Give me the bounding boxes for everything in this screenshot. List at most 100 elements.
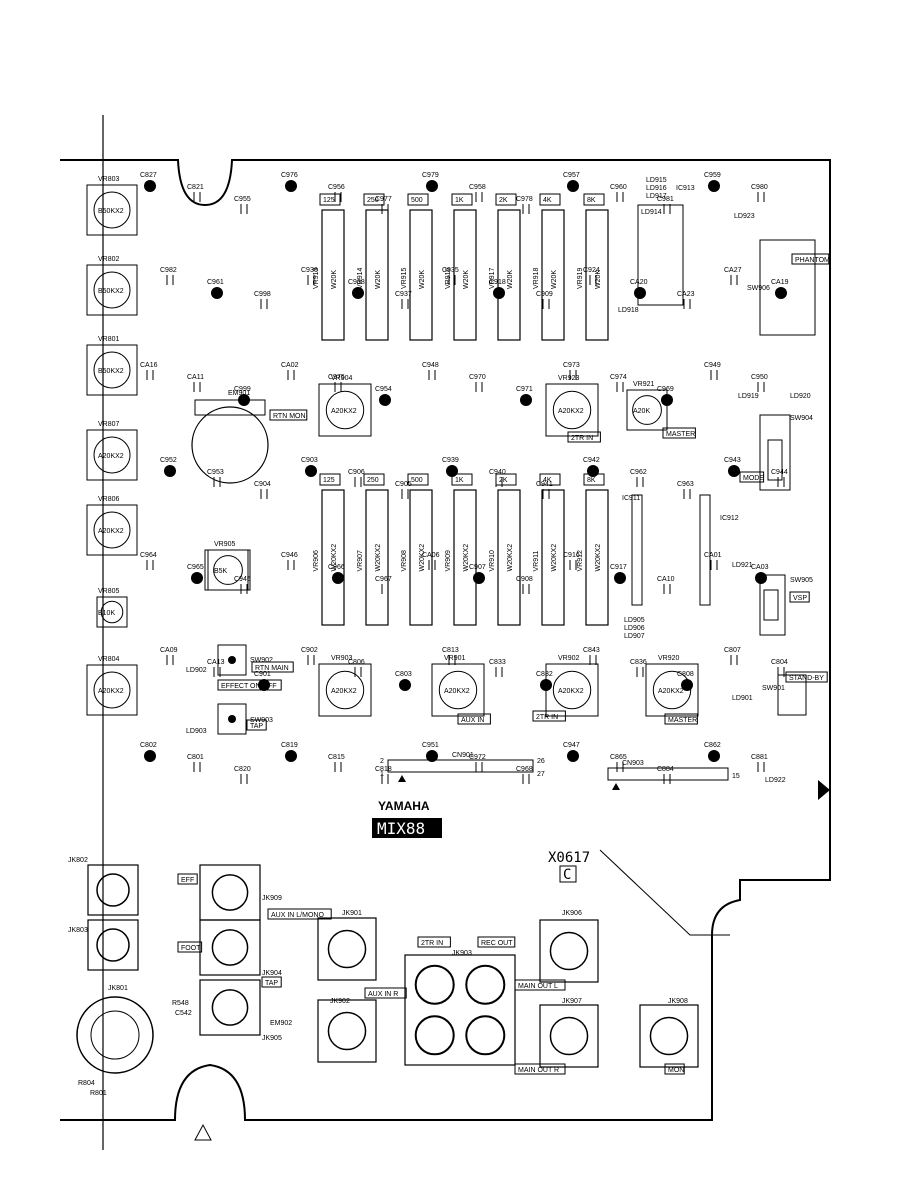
cap-ref: C881 <box>751 754 768 761</box>
fader-slot <box>585 209 609 341</box>
cap-ref: C937 <box>395 291 412 298</box>
fader-band-box <box>451 473 473 486</box>
pot-body <box>318 663 372 717</box>
label-aux_in_lmono: AUX IN L/MONO <box>271 912 324 919</box>
cap-ref: C959 <box>704 172 721 179</box>
cap-ref: C807 <box>724 647 741 654</box>
cap-ref: C950 <box>751 374 768 381</box>
pot-knob <box>325 390 365 430</box>
cap-ref: C909 <box>536 291 553 298</box>
label-mon: MON <box>668 1067 684 1074</box>
label-box <box>246 719 267 731</box>
fader-band: 500 <box>411 477 423 484</box>
fader-band: 8K <box>587 197 596 204</box>
ref-ld922: LD922 <box>765 777 786 784</box>
ref-sw905: SW905 <box>790 577 813 584</box>
pot-ref: VR807 <box>98 421 120 428</box>
electrolytic-cap <box>708 180 720 192</box>
cap-ref: C916 <box>563 552 580 559</box>
cap-ref: C971 <box>516 386 533 393</box>
label-aux_in: AUX IN <box>461 717 484 724</box>
ic913-block <box>637 204 684 306</box>
ref-ld905_907: LD907 <box>624 633 645 640</box>
pot-value: A20KX2 <box>558 408 584 415</box>
cap-ref: CA03 <box>751 564 769 571</box>
electrolytic-cap <box>775 287 787 299</box>
fader-ref: VR909 <box>445 550 452 572</box>
fader-band: 4K <box>543 477 552 484</box>
fader-band: 1K <box>455 197 464 204</box>
ref-c542: C542 <box>175 1010 192 1017</box>
electrolytic-cap <box>399 679 411 691</box>
ref-sw906: SW906 <box>747 285 770 292</box>
sw902-actuator <box>228 656 236 664</box>
label-box <box>177 941 203 953</box>
jack-body <box>199 979 261 1036</box>
electrolytic-cap <box>728 465 740 477</box>
label-rtn_mon: RTN MON <box>273 413 306 420</box>
pot-ref: VR805 <box>98 588 120 595</box>
jack-body <box>404 954 516 1066</box>
cap-ref: C918 <box>489 279 506 286</box>
ref-ld905_907: LD906 <box>624 625 645 632</box>
cap-ref: C862 <box>704 742 721 749</box>
jack-socket <box>549 931 589 971</box>
jack-socket <box>96 928 130 962</box>
jack-socket <box>211 989 249 1026</box>
pot-ref: VR803 <box>98 176 120 183</box>
pot-ref: VR806 <box>98 496 120 503</box>
pot-body <box>318 383 372 437</box>
ref-jk906: JK906 <box>562 910 582 917</box>
warning-triangle-icon <box>194 1123 212 1141</box>
ref-jk902: JK902 <box>330 998 350 1005</box>
fader-slot <box>453 489 477 626</box>
electrolytic-cap <box>211 287 223 299</box>
pot-value: B50KX2 <box>98 288 124 295</box>
label-box <box>739 471 765 483</box>
pot-ref: VR801 <box>98 336 120 343</box>
cap-ref: C947 <box>563 742 580 749</box>
pot-body <box>545 383 599 437</box>
fader-slot <box>365 489 389 626</box>
electrolytic-cap <box>587 465 599 477</box>
fader-ref: VR907 <box>357 550 364 572</box>
cap-ref: C967 <box>375 576 392 583</box>
cap-ref: CA10 <box>657 576 675 583</box>
electrolytic-cap <box>285 180 297 192</box>
electrolytic-cap <box>191 572 203 584</box>
cap-ref: C819 <box>281 742 298 749</box>
pcb-code: X0617 <box>548 850 590 866</box>
cap-ref: C906 <box>348 469 365 476</box>
electrolytic-cap <box>473 572 485 584</box>
jack-body <box>639 1004 699 1068</box>
cap-ref: C951 <box>422 742 439 749</box>
electrolytic-cap <box>305 465 317 477</box>
ref-sw904: SW904 <box>790 415 813 422</box>
electrolytic-cap <box>258 679 270 691</box>
ref-jk903: JK903 <box>452 950 472 957</box>
fader-ref: VR913 <box>313 267 320 289</box>
cap-ref: C979 <box>422 172 439 179</box>
fader-band-box <box>495 193 517 206</box>
cap-ref: C804 <box>771 659 788 666</box>
ref-ld919: LD919 <box>738 393 759 400</box>
fader-slot <box>541 489 565 626</box>
fader-value: W20KX2 <box>331 544 338 572</box>
pot-value: A20KX2 <box>98 528 124 535</box>
cap-ref: C970 <box>469 374 486 381</box>
cap-ref: C935 <box>442 267 459 274</box>
cap-ref: C936 <box>301 267 318 274</box>
cap-ref: C977 <box>375 196 392 203</box>
fader-band-box <box>407 193 429 206</box>
label-box <box>477 936 516 948</box>
pot-knob <box>213 555 243 585</box>
cap-ref: C969 <box>657 386 674 393</box>
mode-switch-block <box>759 414 791 491</box>
cn901-pin1-marker <box>398 775 406 782</box>
ref-sw902: SW902 <box>250 657 273 664</box>
cap-ref: C957 <box>563 172 580 179</box>
label-box <box>567 431 601 443</box>
fader-slot <box>409 209 433 341</box>
fader-band-box <box>407 473 429 486</box>
cap-ref: C820 <box>234 766 251 773</box>
